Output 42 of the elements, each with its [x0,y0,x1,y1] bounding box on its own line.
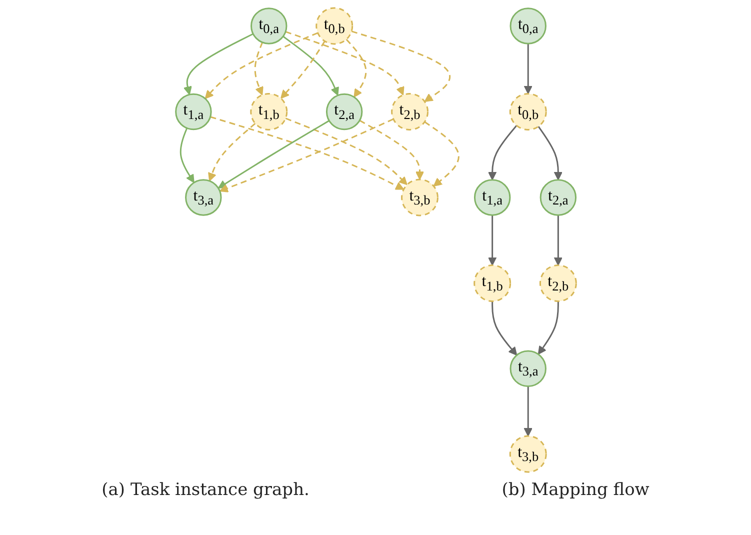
arrow [210,116,404,190]
node-circle: t$_{1,a}$ [174,93,212,130]
arrow [179,128,194,183]
node-circle: t$_{0,b}$ [508,92,546,130]
node-circle: t$_{3,b}$ [508,435,546,473]
arrow [537,301,558,355]
arrow [424,121,459,187]
node-circle: t$_{2,b}$ [390,92,428,130]
arrow [218,118,394,192]
node-circle: t$_{0,a}$ [250,8,287,44]
node-circle: t$_{1,b}$ [250,92,288,130]
arrow [345,38,366,98]
node-circle: t$_{1,a}$ [473,179,510,216]
arrow [487,215,496,266]
node-circle: t$_{2,b}$ [538,264,576,302]
arrow [487,125,517,180]
arrow [350,30,450,102]
arrow [254,42,263,96]
node-circle: t$_{0,b}$ [315,7,353,45]
node-circle: t$_{2,a}$ [325,93,362,130]
arrow [217,120,330,189]
arrow [280,40,325,99]
arrow [537,126,562,180]
node-circle: t$_{0,a}$ [509,8,546,44]
node-circle: t$_{2,a}$ [539,179,576,216]
arrow [523,386,532,436]
arrow [284,118,407,186]
node-circle: t$_{3,a}$ [184,179,222,216]
arrow [523,44,532,94]
arrow [284,31,404,96]
arrow [358,120,424,180]
arrow [491,301,517,356]
figure-caption: (a) Task instance graph. [102,480,310,500]
arrow [553,215,562,266]
arrow [208,122,256,182]
arrow [182,33,253,95]
node-circle: t$_{3,b}$ [400,178,438,216]
node-circle: t$_{1,b}$ [473,264,511,302]
node-circle: t$_{3,a}$ [509,350,546,388]
arrow [282,36,338,96]
figure-caption: (b) Mapping flow [502,480,650,500]
arrow [204,32,318,99]
